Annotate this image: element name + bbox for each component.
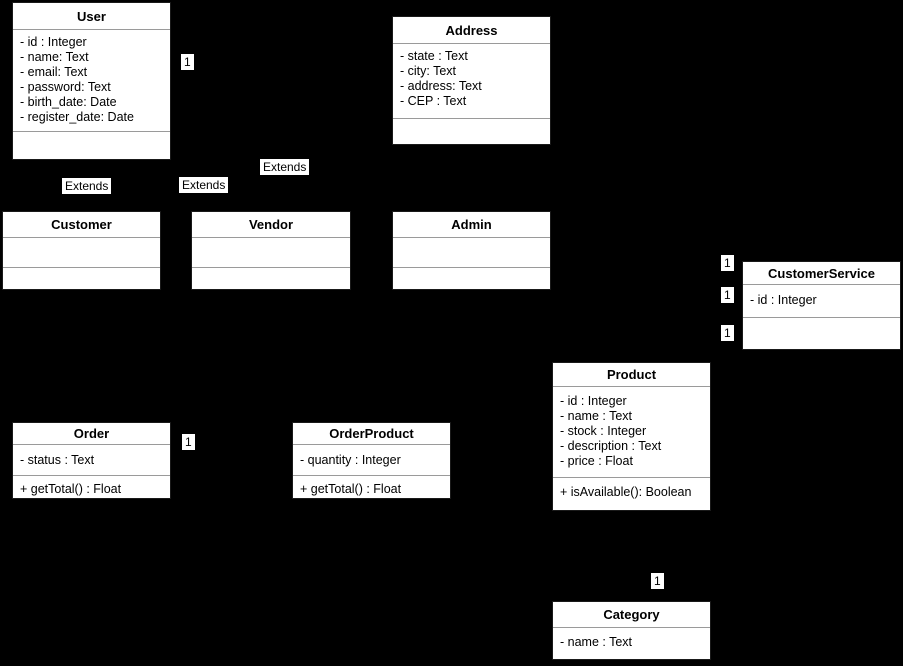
class-title-product: Product (606, 367, 657, 382)
class-attributes-product: - id : Integer - name : Text - stock : I… (553, 386, 710, 477)
class-box-customerservice[interactable]: CustomerService - id : Integer (742, 261, 901, 350)
class-methods-order: + getTotal() : Float (13, 475, 170, 498)
attribute-line: - name : Text (560, 409, 633, 423)
multiplicity-label-customerservice-2: 1 (721, 287, 734, 303)
attribute-line: - address: Text (400, 79, 482, 93)
class-title-customer: Customer (51, 217, 112, 232)
method-line: + getTotal() : Float (20, 482, 122, 496)
multiplicity-label-category: 1 (651, 573, 664, 589)
class-title-order: Order (73, 426, 110, 441)
attribute-line: - register_date: Date (20, 110, 134, 124)
extends-label-vendor: Extends (179, 177, 229, 193)
class-attributes-address: - state : Text - city: Text - address: T… (393, 43, 550, 118)
class-box-category[interactable]: Category - name : Text (552, 601, 711, 660)
class-box-product[interactable]: Product - id : Integer - name : Text - s… (552, 362, 711, 511)
class-attributes-order: - status : Text (13, 444, 170, 475)
extends-label-customer: Extends (62, 178, 112, 194)
multiplicity-label-order: 1 (182, 434, 195, 450)
attribute-line: - city: Text (400, 64, 457, 78)
attribute-line: - stock : Integer (560, 424, 647, 438)
class-methods-admin (393, 267, 550, 289)
class-methods-user (13, 131, 170, 159)
class-title-orderproduct: OrderProduct (329, 426, 414, 441)
class-methods-product: + isAvailable(): Boolean (553, 477, 710, 510)
class-attributes-vendor (192, 237, 350, 267)
attribute-line: - status : Text (20, 453, 95, 467)
multiplicity-label-user: 1 (181, 54, 194, 70)
multiplicity-label-customerservice-1: 1 (721, 255, 734, 271)
class-attributes-orderproduct: - quantity : Integer (293, 444, 450, 475)
attribute-line: - id : Integer (20, 35, 87, 49)
class-box-admin[interactable]: Admin (392, 211, 551, 290)
attribute-line: - birth_date: Date (20, 95, 117, 109)
class-title-user: User (77, 8, 106, 24)
class-attributes-admin (393, 237, 550, 267)
method-line: + getTotal() : Float (300, 482, 402, 496)
attribute-line: - email: Text (20, 65, 88, 79)
class-methods-customer (3, 267, 160, 289)
class-attributes-category: - name : Text (553, 627, 710, 659)
class-box-vendor[interactable]: Vendor (191, 211, 351, 290)
class-methods-customerservice (743, 317, 900, 349)
class-attributes-customerservice: - id : Integer (743, 284, 900, 317)
class-title-vendor: Vendor (248, 217, 294, 232)
attribute-line: - name : Text (560, 635, 633, 649)
class-box-user[interactable]: User - id : Integer - name: Text - email… (12, 2, 171, 160)
class-title-address: Address (445, 22, 498, 38)
attribute-line: - id : Integer (750, 293, 817, 307)
extends-label-admin: Extends (260, 159, 310, 175)
attribute-line: - state : Text (400, 49, 468, 63)
attribute-line: - id : Integer (560, 394, 627, 408)
class-methods-vendor (192, 267, 350, 289)
attribute-line: - name: Text (20, 50, 89, 64)
class-box-customer[interactable]: Customer (2, 211, 161, 290)
class-methods-address (393, 118, 550, 144)
attribute-line: - price : Float (560, 454, 633, 468)
class-box-orderproduct[interactable]: OrderProduct - quantity : Integer + getT… (292, 422, 451, 499)
attribute-line: - description : Text (560, 439, 662, 453)
attribute-line: - password: Text (20, 80, 111, 94)
class-box-order[interactable]: Order - status : Text + getTotal() : Flo… (12, 422, 171, 499)
class-box-address[interactable]: Address - state : Text - city: Text - ad… (392, 16, 551, 145)
class-methods-orderproduct: + getTotal() : Float (293, 475, 450, 498)
class-title-customerservice: CustomerService (768, 265, 875, 281)
multiplicity-label-customerservice-3: 1 (721, 325, 734, 341)
attribute-line: - quantity : Integer (300, 453, 401, 467)
class-attributes-customer (3, 237, 160, 267)
class-attributes-user: - id : Integer - name: Text - email: Tex… (13, 29, 170, 131)
attribute-line: - CEP : Text (400, 94, 467, 108)
class-title-admin: Admin (451, 217, 492, 232)
method-line: + isAvailable(): Boolean (560, 485, 692, 499)
class-title-category: Category (603, 607, 660, 622)
